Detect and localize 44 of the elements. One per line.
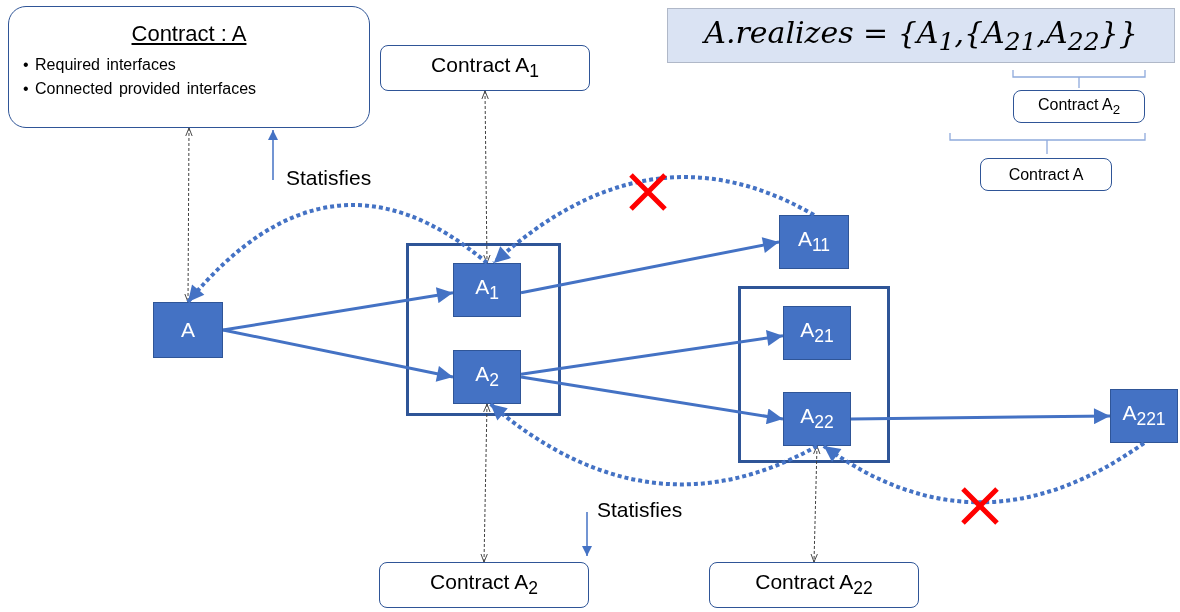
arrow (520, 330, 784, 376)
contract-box (1013, 90, 1145, 123)
group-frame (406, 243, 561, 416)
dashed-arrow (492, 175, 815, 265)
node-label: A$_{11}$ (797, 227, 831, 257)
component-box (453, 350, 521, 404)
node-label: A$_{1}$ (475, 275, 499, 305)
node-label: Contract A (1008, 165, 1084, 184)
box-heading: Contract : A (131, 21, 247, 47)
contract-box (380, 45, 590, 91)
annotation-text: Statisfies (286, 166, 372, 190)
arrow (520, 375, 784, 425)
arrow (222, 328, 454, 382)
arrow (222, 287, 454, 332)
node-label: A$_{2}$ (475, 362, 499, 392)
contract-box (379, 562, 589, 608)
component-box (783, 392, 851, 446)
component-box (1110, 389, 1178, 443)
formula-text: A.realizes = {A$_{1}$,{A$_{21}$,A$_{22}$}} (704, 15, 1138, 56)
node-label: A$_{22}$ (800, 404, 834, 434)
list-item: • Required interfaces (23, 55, 177, 75)
node-label: Contract A$_{1}$ (431, 53, 539, 83)
node-label: A$_{21}$ (800, 318, 834, 348)
node-label: A (181, 318, 195, 342)
annotation-text: Statisfies (597, 498, 683, 522)
component-box (153, 302, 223, 358)
node-label: Contract A$_{22}$ (755, 570, 873, 600)
arrow (520, 237, 780, 295)
group-frame (738, 286, 890, 463)
component-box (453, 263, 521, 317)
dashed-arrow (489, 402, 818, 487)
node-label: Contract A$_{2}$ (1037, 95, 1121, 118)
list-item: • Connected provided interfaces (23, 79, 257, 99)
contract-box (980, 158, 1112, 191)
component-box (783, 306, 851, 360)
dashed-arrow (822, 441, 1146, 505)
node-label: Contract A$_{2}$ (430, 570, 538, 600)
node-label: A$_{221}$ (1122, 401, 1166, 431)
contract-box (709, 562, 919, 608)
contract-box (8, 6, 370, 128)
formula-box (667, 8, 1175, 63)
component-box (779, 215, 849, 269)
dashed-arrow (186, 203, 489, 304)
arrow (851, 408, 1110, 425)
